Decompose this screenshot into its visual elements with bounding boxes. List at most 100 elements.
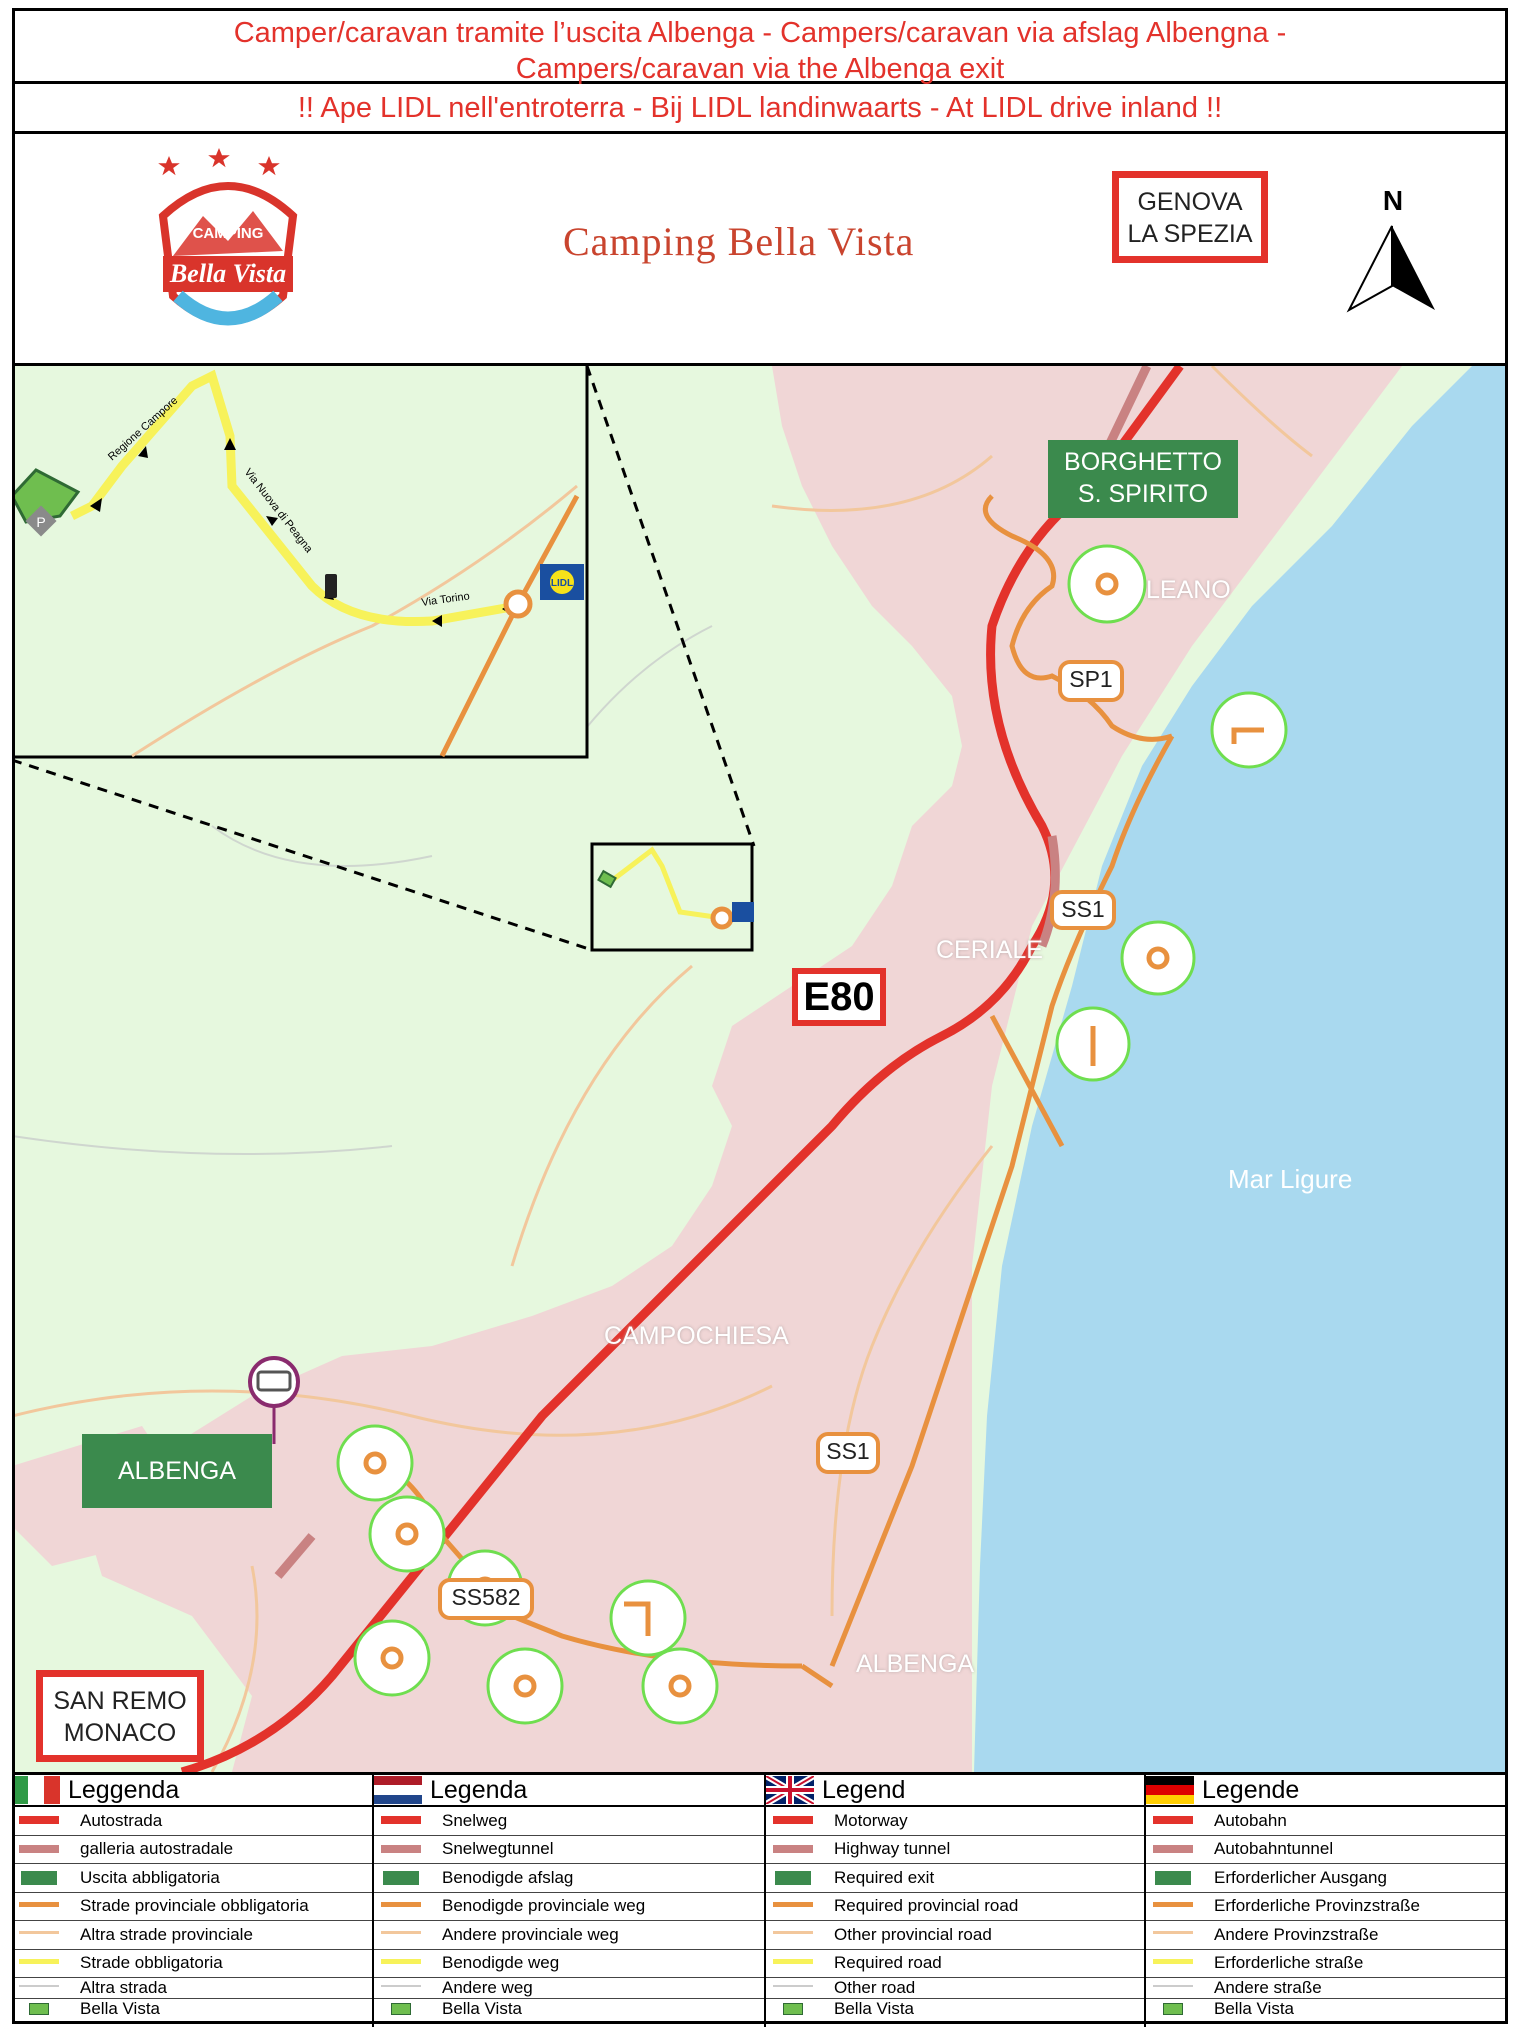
legend-nl-item-8: Bella Vista [442, 1999, 523, 2018]
destination-monaco: MONACO [63, 1719, 177, 1747]
legend-english: Legend Motorway Highway tunnel Required … [766, 1775, 1146, 2027]
legend-en-item-5: Other provincial road [834, 1924, 992, 1944]
flag-uk-icon [766, 1776, 814, 1804]
exit-borghetto-line-1: BORGHETTO [1064, 448, 1222, 476]
destination-genova: GENOVA [1137, 188, 1243, 216]
exit-borghetto-label: BORGHETTO S. SPIRITO [1048, 440, 1238, 518]
town-campochiesa: CAMPOCHIESA [604, 1322, 789, 1350]
legend-it-item-4: Strade provinciale obbligatoria [80, 1896, 309, 1916]
legend-de-item-3: Erforderlicher Ausgang [1214, 1867, 1387, 1887]
inset-locator-box [590, 842, 754, 952]
legend-nl-item-4: Benodigde provinciale weg [442, 1896, 646, 1916]
legend-en-item-8: Bella Vista [834, 1999, 915, 2018]
destination-la-spezia: LA SPEZIA [1127, 220, 1253, 248]
motorway-e80-label: E80 [792, 968, 886, 1026]
legend-nl-item-3: Benodigde afslag [442, 1867, 574, 1887]
inset-roundabout-icon [503, 589, 533, 619]
zoom-line-top [585, 366, 756, 847]
north-arrow-icon: N [1346, 186, 1435, 313]
legend-en-item-4: Required provincial road [834, 1896, 1019, 1916]
zoom-line-bottom [12, 758, 593, 952]
legend-german: Legende Autobahn Autobahntunnel Erforder… [1146, 1775, 1508, 2027]
sea-label: Mar Ligure [1228, 1164, 1353, 1194]
legend-it-item-3: Uscita abbligatoria [80, 1867, 220, 1887]
inset-parking-label: P [36, 514, 45, 530]
legend-en-item-6: Required road [834, 1953, 942, 1973]
legend-en-item-3: Required exit [834, 1867, 935, 1887]
legend-nl-item-1: Snelweg [442, 1810, 508, 1830]
legend-de-item-1: Autobahn [1214, 1810, 1287, 1830]
destination-genova-box: GENOVA LA SPEZIA [1112, 171, 1268, 263]
legend-it-item-5: Altra strade provinciale [80, 1924, 253, 1944]
locator-bella-vista-marker [597, 869, 617, 889]
other-provincial-roads [12, 366, 1313, 1772]
road-ss1-north-label: SS1 [1050, 890, 1116, 930]
legend-en-item-2: Highway tunnel [834, 1839, 951, 1859]
inset-lidl-disc [550, 570, 574, 594]
legend-italian: Leggenda Autostrada galleria autostradal… [12, 1775, 374, 2027]
legend-nl-item-6: Benodigde weg [442, 1953, 560, 1973]
sea [974, 366, 1508, 1772]
legend-it-item-6: Strade obbligatoria [80, 1953, 223, 1973]
legend-it-item-7: Altra strada [80, 1978, 167, 1997]
urban-area [72, 366, 1402, 1772]
inset-map [12, 366, 589, 759]
north-label: N [1383, 186, 1403, 216]
legend-title-it: Leggenda [68, 1775, 180, 1804]
legend-it-item-1: Autostrada [80, 1810, 163, 1830]
inset-lidl-text: LIDL [551, 578, 573, 589]
motorway-e80 [180, 366, 1184, 1772]
legend-it-item-2: galleria autostradale [80, 1839, 234, 1859]
legend-de-item-4: Erforderliche Provinzstraße [1214, 1896, 1420, 1916]
inset-other-provincial [131, 484, 578, 758]
header-line-2: Campers/caravan via the Albenga exit [515, 53, 1005, 85]
inset-traffic-light-icon [325, 574, 337, 598]
header-title: Camper/caravan tramite l’uscita Albenga … [12, 8, 1508, 85]
inset-bella-vista-marker [12, 468, 81, 524]
legend-de-item-8: Bella Vista [1214, 1999, 1295, 2018]
legend-de-item-2: Autobahntunnel [1214, 1839, 1334, 1859]
header-line-1: Camper/caravan tramite l’uscita Albenga … [233, 17, 1287, 49]
locator-lidl-icon [732, 902, 754, 922]
legend-en-item-7: Other road [834, 1978, 916, 1997]
legend-nl-item-2: Snelwegtunnel [442, 1839, 554, 1859]
road-ss582-label: SS582 [438, 1578, 534, 1620]
legend-it-item-8: Bella Vista [80, 1999, 161, 2018]
inset-required-road [69, 369, 518, 627]
legend-nl-item-5: Andere provinciale weg [442, 1924, 619, 1944]
map: LIDL P Regione Campore Via Nuova di Peag… [12, 366, 1508, 1772]
legend-de-item-6: Erforderliche straße [1214, 1953, 1364, 1973]
legend-nl-item-7: Andere weg [442, 1978, 533, 1997]
motorway-tunnel-3 [274, 1533, 316, 1579]
header-lidl-note: !! Ape LIDL nell'entroterra - Bij LIDL l… [12, 84, 1508, 134]
required-provincial-roads [356, 494, 1175, 1689]
road-sp1-label: SP1 [1058, 660, 1124, 702]
legend: Leggenda Autostrada galleria autostradal… [12, 1772, 1508, 2027]
legend-title-nl: Legenda [430, 1775, 528, 1804]
legend-en-item-1: Motorway [834, 1810, 908, 1830]
town-albenga: ALBENGA [856, 1650, 975, 1678]
legend-title-de: Legende [1202, 1775, 1300, 1804]
town-leano: LEANO [1146, 576, 1231, 604]
exit-borghetto-line-2: S. SPIRITO [1077, 480, 1209, 508]
logo-top-text: CAMPING [193, 225, 264, 242]
town-ceriale: CERIALE [936, 936, 1043, 964]
camper-van-icon [256, 1370, 292, 1392]
logo-script-text: Bella Vista [169, 259, 286, 288]
destination-san-remo: SAN REMO [53, 1687, 187, 1715]
locator-required-road [608, 846, 723, 921]
flag-germany-icon [1146, 1776, 1194, 1804]
legend-de-item-7: Andere straße [1214, 1978, 1322, 1997]
camping-logo: CAMPING Bella Vista [158, 148, 298, 326]
camping-name: Camping Bella Vista [563, 219, 915, 264]
road-ss1-south-label: SS1 [816, 1432, 880, 1474]
exit-albenga-label: ALBENGA [82, 1434, 272, 1508]
page-frame [12, 8, 1508, 2024]
legend-de-item-5: Andere Provinzstraße [1214, 1924, 1379, 1944]
legend-title-en: Legend [822, 1775, 906, 1804]
destination-sanremo-box: SAN REMO MONACO [36, 1670, 204, 1762]
flag-italy-icon [12, 1776, 60, 1804]
locator-roundabout-icon [710, 906, 734, 930]
urban-area-3 [412, 1326, 572, 1446]
legend-dutch: Legenda Snelweg Snelwegtunnel Benodigde … [374, 1775, 766, 2027]
